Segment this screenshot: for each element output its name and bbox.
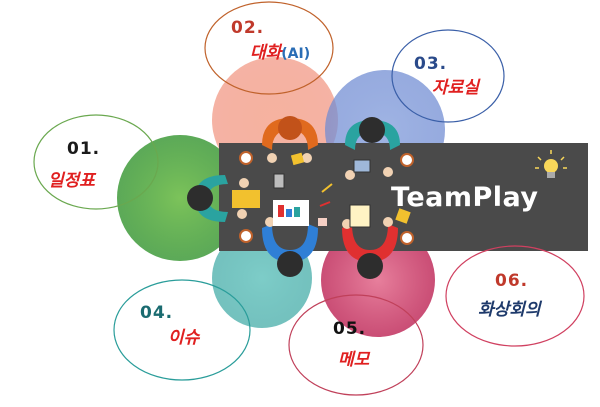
- item-02-label: 대화: [250, 43, 282, 63]
- item-02-label-group: 대화(AI): [250, 45, 310, 62]
- chart-doc-icon: [278, 205, 300, 217]
- item-03-label: 자료실: [432, 78, 479, 98]
- item-02-suffix: (AI): [281, 46, 311, 62]
- person-left-teal: [187, 175, 249, 222]
- item-06-label: 화상회의: [478, 300, 541, 320]
- notepad-icon: [349, 204, 371, 228]
- sticky-note-icon: [290, 152, 305, 166]
- ring-02: [204, 1, 334, 95]
- person-bottom-blue: [262, 217, 318, 277]
- item-04-label: 이슈: [168, 328, 200, 348]
- pen-icon: [321, 183, 333, 193]
- person-bottom-red: [342, 217, 398, 279]
- item-06-number: 06.: [495, 271, 529, 291]
- lightbulb-icon: [535, 150, 567, 178]
- ring-06: [445, 245, 585, 347]
- note-icon: [318, 218, 327, 226]
- brand-title: TeamPlay: [391, 182, 539, 213]
- item-03-number: 03.: [414, 54, 448, 74]
- green-bubble: [117, 135, 243, 261]
- item-04-number: 04.: [140, 303, 174, 323]
- item-02-number: 02.: [231, 18, 265, 38]
- ring-03: [391, 29, 505, 123]
- yellow-folder-icon: [232, 190, 260, 208]
- coffee-cup-icons: [239, 151, 414, 245]
- note2-icon: [395, 208, 411, 224]
- ring-01: [33, 114, 159, 210]
- item-01-label: 일정표: [48, 171, 95, 191]
- person-top-orange: [262, 116, 318, 163]
- pen2-icon: [319, 201, 331, 207]
- phone-icon: [273, 173, 285, 189]
- person-top-teal: [345, 117, 400, 180]
- item-01-number: 01.: [67, 139, 101, 159]
- ring-05: [288, 294, 424, 396]
- item-05-label: 메모: [338, 350, 370, 370]
- tablet-icon: [353, 159, 371, 173]
- ring-04: [113, 279, 251, 381]
- item-05-number: 05.: [333, 319, 367, 339]
